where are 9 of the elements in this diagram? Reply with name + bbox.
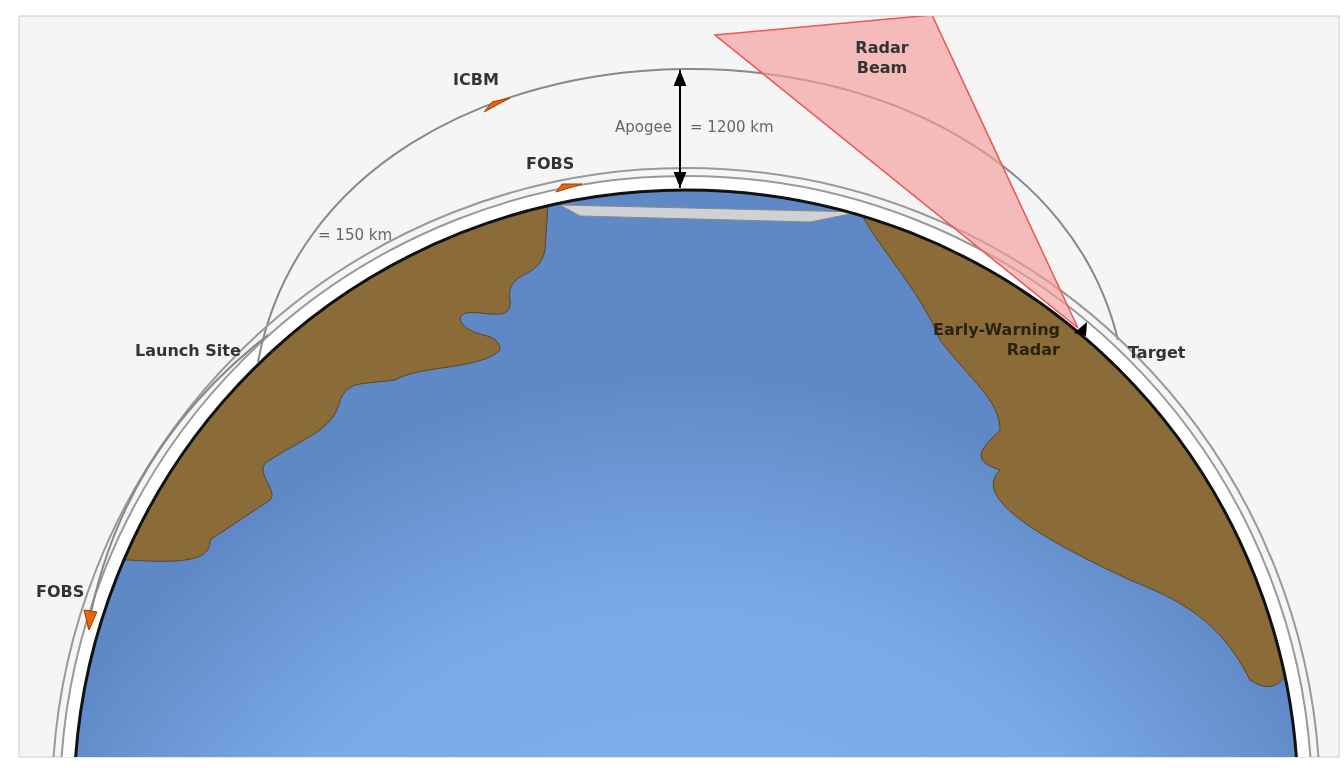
text-label: Apogee [613, 117, 674, 137]
text-label: = 150 km [318, 225, 393, 245]
text-label: Early-Warning Radar [932, 320, 1060, 360]
text-label: ICBM [453, 70, 499, 90]
text-label: FOBS [526, 154, 575, 174]
text-label: FOBS [36, 582, 85, 602]
text-label: Target [1128, 343, 1186, 363]
text-label: Launch Site [135, 341, 241, 361]
text-label: Radar Beam [854, 38, 910, 78]
